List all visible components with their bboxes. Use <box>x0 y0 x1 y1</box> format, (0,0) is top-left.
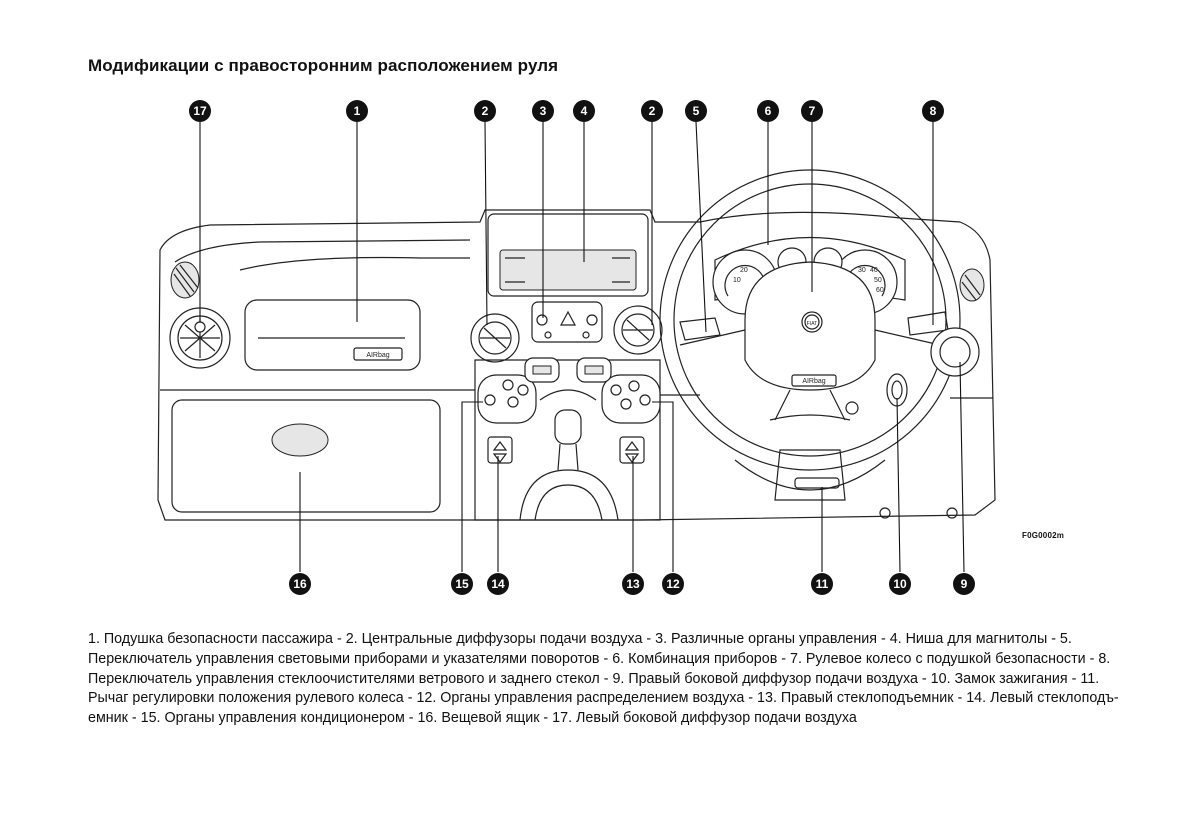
callout-10-number: 10 <box>893 577 907 591</box>
callout-2-right-number: 2 <box>649 104 656 118</box>
callout-2-right: 2 <box>641 100 663 122</box>
dashboard-diagram: AIRbag <box>157 100 996 595</box>
gauge-number-2: 40 <box>870 267 878 274</box>
callout-7-number: 7 <box>809 104 816 118</box>
leader-lines <box>199 121 965 573</box>
callout-6-number: 6 <box>765 104 772 118</box>
callout-9: 9 <box>953 573 975 595</box>
callout-12: 12 <box>662 573 684 595</box>
callout-4: 4 <box>573 100 595 122</box>
dashboard-body: AIRbag <box>157 169 996 521</box>
callout-16: 16 <box>289 573 311 595</box>
callout-9-number: 9 <box>961 577 968 591</box>
airbag-label-driver: AIRbag <box>802 378 825 385</box>
callout-17-number: 17 <box>193 104 207 118</box>
callout-14: 14 <box>487 573 509 595</box>
brand-badge: FIAT <box>807 321 817 327</box>
callout-5-number: 5 <box>693 104 700 118</box>
callout-3-number: 3 <box>540 104 547 118</box>
callout-15: 15 <box>451 573 473 595</box>
callout-11: 11 <box>811 573 833 595</box>
callout-5: 5 <box>685 100 707 122</box>
page-title: Модификации с правосторонним расположени… <box>88 56 559 75</box>
airbag-label-passenger: AIRbag <box>366 352 389 359</box>
callout-16-number: 16 <box>293 577 307 591</box>
callout-8: 8 <box>922 100 944 122</box>
figure-caption: 1. Подушка безопасности пассажира - 2. Ц… <box>88 631 1119 727</box>
callout-3: 3 <box>532 100 554 122</box>
callout-15-number: 15 <box>455 577 469 591</box>
gauge-number-4: 60 <box>876 287 884 294</box>
gauge-number-3: 50 <box>874 277 882 284</box>
callout-1: 1 <box>346 100 368 122</box>
gauge-number-6: 20 <box>740 267 748 274</box>
callout-2-left: 2 <box>474 100 496 122</box>
callout-13-number: 13 <box>626 577 640 591</box>
gauge-number-5: 10 <box>733 277 741 284</box>
callout-1-number: 1 <box>354 104 361 118</box>
callout-2-left-number: 2 <box>482 104 489 118</box>
callout-8-number: 8 <box>930 104 937 118</box>
callout-17: 17 <box>189 100 211 122</box>
callout-4-number: 4 <box>581 104 588 118</box>
callout-7: 7 <box>801 100 823 122</box>
callout-13: 13 <box>622 573 644 595</box>
callout-6: 6 <box>757 100 779 122</box>
figure-code: F0G0002m <box>1022 531 1065 540</box>
callout-14-number: 14 <box>491 577 505 591</box>
gauge-number-1: 30 <box>858 267 866 274</box>
callout-10: 10 <box>889 573 911 595</box>
callout-11-number: 11 <box>816 577 829 591</box>
callout-12-number: 12 <box>666 577 680 591</box>
